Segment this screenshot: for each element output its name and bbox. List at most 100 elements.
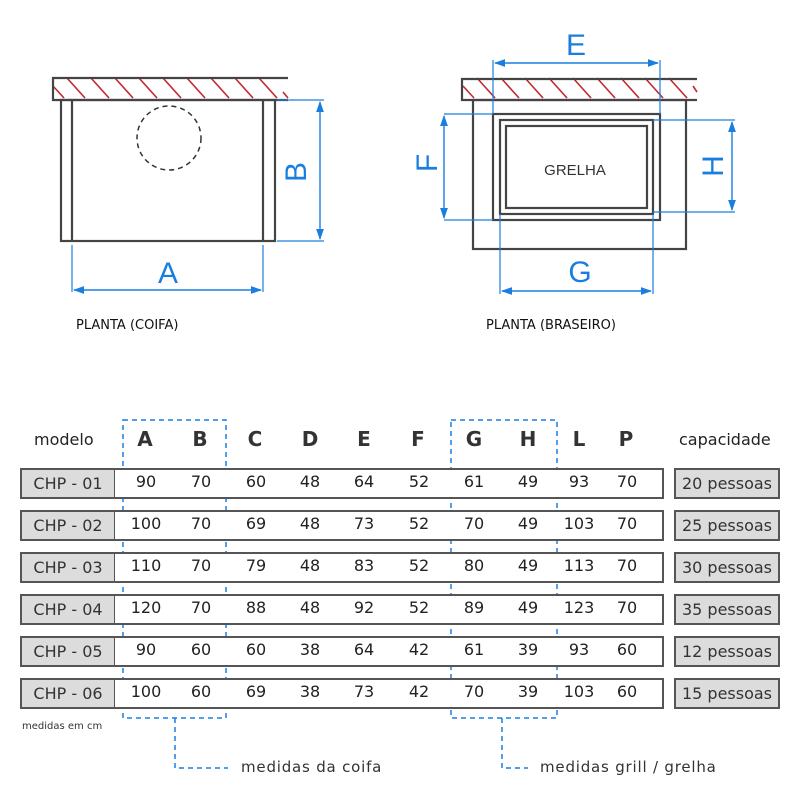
capacity-cell: 15 pessoas [674, 678, 780, 709]
hood-body [59, 98, 277, 243]
capacity-cell: 35 pessoas [674, 594, 780, 625]
dimension-value-b: 60 [190, 640, 212, 659]
column-header-l: L [572, 427, 586, 451]
dimension-value-c: 60 [245, 640, 267, 659]
wall-hatch [51, 76, 289, 102]
coifa-plan [51, 76, 324, 294]
dimension-value-l: 93 [568, 640, 590, 659]
dimension-value-d: 38 [299, 640, 321, 659]
model-cell: CHP - 05 [20, 636, 116, 667]
braseiro-outer-body [471, 98, 688, 251]
dimension-value-a: 100 [130, 682, 162, 701]
dim-label-h: H [697, 155, 730, 177]
dimension-value-g: 80 [463, 556, 485, 575]
dimension-value-e: 64 [353, 472, 375, 491]
dimension-value-f: 52 [408, 514, 430, 533]
dimensions-box [114, 510, 664, 541]
dimension-value-h: 49 [517, 598, 539, 617]
dimension-value-g: 89 [463, 598, 485, 617]
dimension-value-p: 70 [616, 514, 638, 533]
dimension-value-g: 70 [463, 514, 485, 533]
dimension-value-d: 48 [299, 472, 321, 491]
dimension-value-b: 70 [190, 556, 212, 575]
column-header-c: C [247, 427, 263, 451]
capacity-cell: 25 pessoas [674, 510, 780, 541]
dimension-value-f: 42 [408, 640, 430, 659]
grill-legend-label: medidas grill / grelha [540, 758, 717, 776]
dimension-value-e: 73 [353, 682, 375, 701]
capacity-cell: 30 pessoas [674, 552, 780, 583]
dimension-value-l: 123 [563, 598, 595, 617]
dimension-value-l: 113 [563, 556, 595, 575]
dimension-value-l: 93 [568, 472, 590, 491]
dimension-value-f: 52 [408, 556, 430, 575]
wall-hatch [460, 77, 698, 102]
dimension-f [440, 113, 493, 221]
dimensions-box [114, 468, 664, 499]
column-header-g: G [465, 427, 483, 451]
dimension-value-c: 69 [245, 682, 267, 701]
column-header-d: D [301, 427, 319, 451]
dimension-value-l: 103 [563, 682, 595, 701]
capacity-cell: 12 pessoas [674, 636, 780, 667]
dimensions-box [114, 552, 664, 583]
dimension-value-a: 100 [130, 514, 162, 533]
dimensions-box [114, 594, 664, 625]
column-header-p: P [618, 427, 634, 451]
dimension-value-e: 92 [353, 598, 375, 617]
dimension-value-p: 70 [616, 556, 638, 575]
dimension-value-l: 103 [563, 514, 595, 533]
dimension-value-h: 49 [517, 556, 539, 575]
dimension-value-d: 48 [299, 556, 321, 575]
dimension-value-d: 38 [299, 682, 321, 701]
column-header-b: B [192, 427, 208, 451]
dim-label-g: G [568, 256, 591, 289]
dimension-value-h: 49 [517, 514, 539, 533]
dimension-value-h: 49 [517, 472, 539, 491]
dimension-value-d: 48 [299, 514, 321, 533]
dimension-value-p: 70 [616, 598, 638, 617]
dim-label-f: F [411, 154, 444, 172]
braseiro-plan: GRELHA [440, 59, 736, 295]
capacity-cell: 20 pessoas [674, 468, 780, 499]
dimensions-box [114, 678, 664, 709]
model-column-header: modelo [34, 430, 94, 449]
dimension-h [653, 119, 736, 213]
coifa-legend-label: medidas da coifa [241, 758, 383, 776]
dim-label-a: A [158, 257, 178, 290]
column-header-a: A [137, 427, 153, 451]
dimension-value-e: 83 [353, 556, 375, 575]
dimension-value-p: 60 [616, 682, 638, 701]
dimension-value-p: 60 [616, 640, 638, 659]
dimension-value-b: 60 [190, 682, 212, 701]
grill-inner [504, 124, 649, 210]
dimension-value-p: 70 [616, 472, 638, 491]
dimension-value-g: 70 [463, 682, 485, 701]
units-note: medidas em cm [22, 721, 103, 732]
dimension-value-h: 39 [517, 640, 539, 659]
dim-label-b: B [280, 162, 313, 182]
dimension-b [277, 99, 324, 242]
column-header-e: E [357, 427, 371, 451]
dimension-value-b: 70 [190, 598, 212, 617]
model-cell: CHP - 03 [20, 552, 116, 583]
dimension-value-a: 90 [135, 640, 157, 659]
dimension-value-f: 52 [408, 472, 430, 491]
dimension-value-b: 70 [190, 472, 212, 491]
dimension-value-f: 42 [408, 682, 430, 701]
column-header-h: H [519, 427, 537, 451]
capacity-column-header: capacidade [679, 430, 771, 449]
grill-frame [498, 118, 655, 216]
dimension-value-c: 79 [245, 556, 267, 575]
dimension-value-a: 90 [135, 472, 157, 491]
dimension-value-f: 52 [408, 598, 430, 617]
dimension-value-e: 73 [353, 514, 375, 533]
dimension-e [492, 59, 661, 114]
